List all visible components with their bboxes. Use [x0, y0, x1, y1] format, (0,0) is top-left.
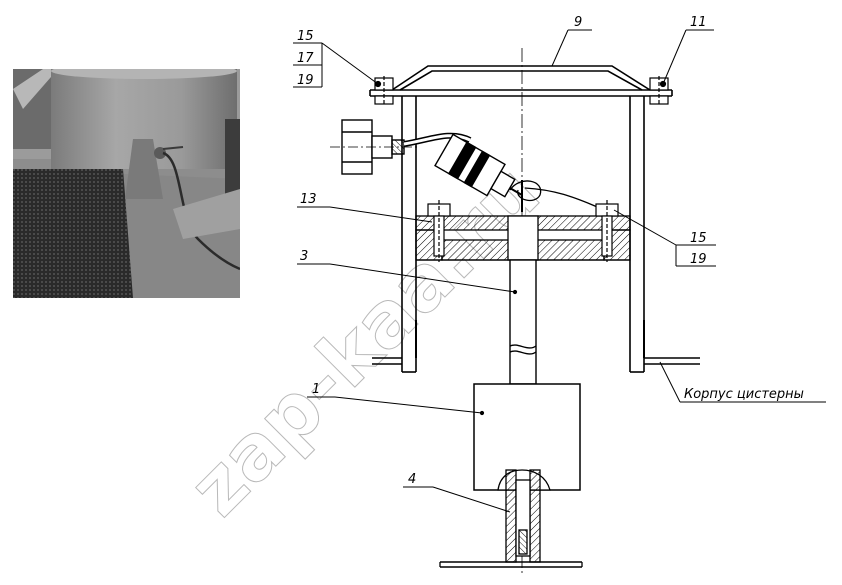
rod-3	[509, 259, 537, 385]
cover-9	[369, 65, 673, 97]
callout-19-top: 19	[297, 73, 314, 88]
callout-4-leader	[403, 486, 511, 513]
callout-19-right: 19	[690, 252, 707, 267]
tank-body-label: Корпус цистерны	[684, 387, 804, 402]
callout-1-leader	[307, 396, 485, 416]
sensor-photo-image	[13, 69, 240, 298]
bolt-left	[374, 76, 394, 106]
callout-15-19-right-leader	[613, 209, 716, 267]
callout-9: 9	[574, 15, 582, 30]
callout-3: 3	[300, 249, 308, 264]
connector	[434, 133, 523, 198]
callout-13-leader	[297, 206, 433, 223]
callout-4: 4	[408, 472, 416, 487]
callout-15-right: 15	[690, 231, 707, 246]
callout-13: 13	[300, 192, 317, 207]
wire-loops	[509, 180, 601, 212]
callout-11-leader	[662, 29, 714, 85]
callout-1: 1	[312, 382, 320, 397]
bolt-right	[649, 76, 669, 106]
plate-bolt-right	[595, 200, 619, 262]
cable-gland	[330, 119, 420, 175]
callout-15-top: 15	[297, 29, 314, 44]
sensor-photo	[13, 69, 240, 298]
callout-9-leader	[551, 29, 592, 67]
callout-group-top-left	[293, 42, 379, 88]
callout-3-leader	[297, 263, 518, 295]
callout-11: 11	[690, 15, 707, 30]
plate-bolt-left	[427, 200, 451, 262]
tank-body-leader	[659, 361, 826, 403]
guide-4	[439, 469, 583, 568]
callout-17: 17	[297, 51, 314, 66]
